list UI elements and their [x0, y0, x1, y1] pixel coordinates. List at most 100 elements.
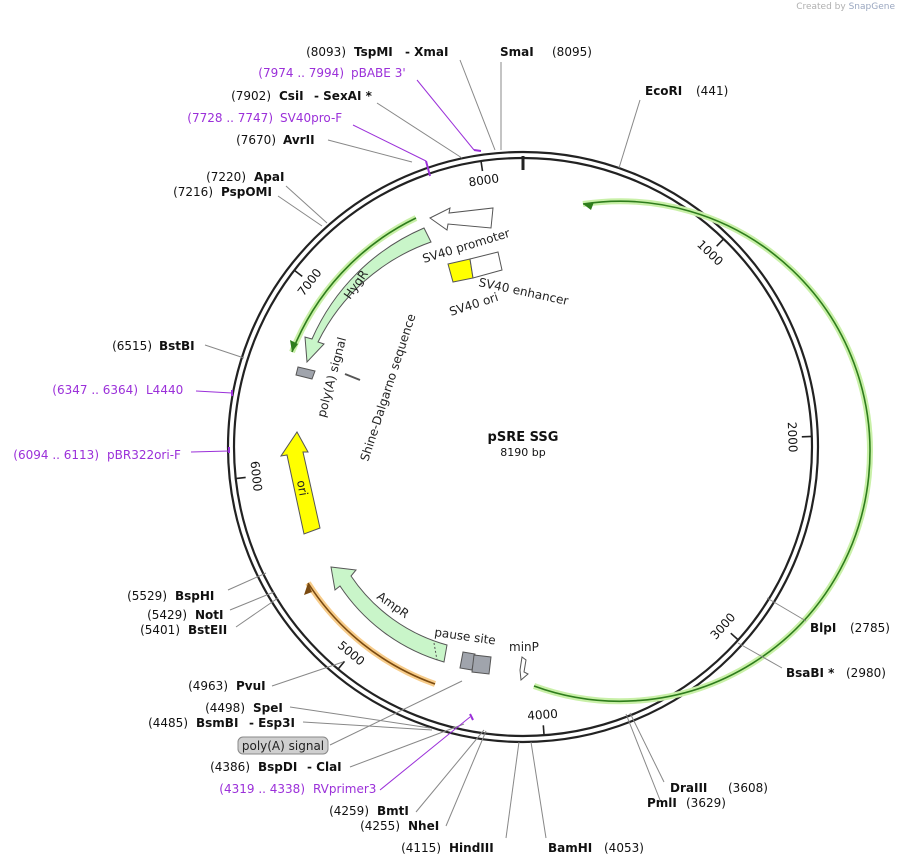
- tick-label-2000: 2000: [785, 422, 800, 453]
- leader-tspmi: [459, 59, 496, 151]
- primer-range-pbr322ori: (6094 .. 6113): [13, 448, 99, 462]
- leader-hindiii: [505, 741, 520, 839]
- leader-bsmbi: [302, 721, 433, 731]
- hygr-track-arrowhead: [290, 340, 298, 352]
- leader-ecori: [618, 99, 641, 169]
- leader-l4440: [195, 390, 233, 394]
- site-pos-bmti: (4259): [329, 804, 369, 818]
- polya-signal-box: [295, 366, 316, 380]
- site-extra-bspdi: - ClaI: [307, 760, 342, 774]
- polya-callout-box: [237, 736, 329, 755]
- shine-dalgarno-label: Shine-Dalgarno sequence: [358, 312, 419, 463]
- site-name-spei: SpeI: [253, 701, 283, 715]
- site-pos-pspomi: (7216): [173, 185, 213, 199]
- leader-lines: [190, 59, 807, 839]
- primer-mark-sv40prof: [425, 160, 431, 177]
- site-extra-bsmbi: - Esp3I: [249, 716, 295, 730]
- site-pos-bsphi: (5529): [127, 589, 167, 603]
- site-name-bamhi: BamHI: [548, 841, 592, 855]
- site-pos-pmli: (3629): [686, 796, 726, 810]
- leader-bsphi: [227, 572, 267, 591]
- polya-callout-label: poly(A) signal: [242, 739, 324, 753]
- plasmid-length: 8190 bp: [500, 446, 545, 459]
- snapgene-brand: SnapGene: [848, 2, 895, 12]
- ori-arrow: [279, 431, 321, 535]
- tick-7000: [293, 269, 303, 278]
- primer-name-pbr322ori: pBR322ori-F: [107, 448, 181, 462]
- site-name-bsphi: BspHI: [175, 589, 214, 603]
- primer-mark-rvprimer3: [469, 713, 474, 721]
- leader-sv40prof: [352, 124, 427, 162]
- site-pos-apai: (7220): [206, 170, 246, 184]
- tick-label-3000: 3000: [708, 610, 739, 642]
- primer-range-pbabe3: (7974 .. 7994): [258, 66, 344, 80]
- leader-bamhi: [530, 741, 547, 839]
- site-pos-nhei: (4255): [360, 819, 400, 833]
- site-pos-hindiii: (4115): [401, 841, 441, 855]
- snapgene-credit: Created by SnapGene: [796, 2, 895, 12]
- tick-label-7000: 7000: [295, 266, 325, 299]
- site-name-smai: SmaI: [500, 45, 534, 59]
- tick-label-8000: 8000: [468, 171, 500, 189]
- site-pos-tspmi: (8093): [306, 45, 346, 59]
- ampr-promoter-mark: [433, 642, 438, 661]
- primer-range-rvprimer3: (4319 .. 4338): [219, 782, 305, 796]
- tick-6000: [235, 476, 246, 480]
- site-pos-avrii: (7670): [236, 133, 276, 147]
- leader-bsteii: [235, 597, 279, 628]
- leader-pvui: [271, 661, 344, 687]
- ampr-track: [307, 582, 436, 685]
- minp-label: minP: [509, 640, 539, 654]
- primer-name-pbabe3: pBABE 3': [351, 66, 406, 80]
- sv40-promoter-arrow: [429, 207, 494, 231]
- leader-polya: [329, 680, 463, 746]
- tick-8000: [480, 160, 484, 172]
- primer-name-rvprimer3: RVprimer3: [313, 782, 376, 796]
- plasmid-name: pSRE SSG: [488, 430, 559, 445]
- site-pos-draiii: (3608): [728, 781, 768, 795]
- leader-pbabe3: [416, 79, 475, 151]
- site-name-nhei: NheI: [408, 819, 439, 833]
- primer-labels: (7974 .. 7994) pBABE 3' (7728 .. 7747) S…: [13, 66, 405, 796]
- tick-5000: [337, 660, 346, 670]
- site-pos-bstbi: (6515): [112, 339, 152, 353]
- site-pos-bsabi: (2980): [846, 666, 886, 680]
- site-name-bsmbi: BsmBI: [196, 716, 238, 730]
- site-pos-pvui: (4963): [188, 679, 228, 693]
- primer-name-sv40prof: SV40pro-F: [280, 111, 342, 125]
- site-name-csii: CsiI: [279, 89, 304, 103]
- leader-bspdi: [349, 723, 465, 768]
- site-pos-bspdi: (4386): [210, 760, 250, 774]
- credit-prefix: Created by: [796, 2, 846, 12]
- sv40-ori-box: [447, 258, 474, 283]
- leader-bstbi: [204, 344, 245, 359]
- site-name-bmti: BmtI: [377, 804, 409, 818]
- polya-callout: poly(A) signal: [237, 736, 329, 755]
- site-name-ecori: EcoRI: [645, 84, 682, 98]
- site-name-bstbi: BstBI: [159, 339, 195, 353]
- primer-mark-pbabe3: [473, 149, 482, 152]
- site-pos-blpi: (2785): [850, 621, 890, 635]
- leader-pmli: [625, 713, 661, 801]
- site-pos-bsmbi: (4485): [148, 716, 188, 730]
- minp-arrow: [519, 656, 529, 682]
- tick-1000: [716, 238, 725, 247]
- leader-rvprimer3: [379, 716, 471, 791]
- site-pos-bamhi: (4053): [604, 841, 644, 855]
- site-name-bsteii: BstEII: [188, 623, 227, 637]
- site-name-blpi: BlpI: [810, 621, 836, 635]
- sv40-ori-label: SV40 ori: [448, 290, 500, 319]
- primer-range-l4440: (6347 .. 6364): [52, 383, 138, 397]
- leader-apai: [285, 185, 328, 224]
- site-extra-tspmi: - XmaI: [405, 45, 448, 59]
- tick-4000: [542, 725, 545, 736]
- site-pos-bsteii: (5401): [140, 623, 180, 637]
- primer-name-l4440: L4440: [146, 383, 183, 397]
- site-name-bspdi: BspDI: [258, 760, 297, 774]
- leader-nhei: [445, 730, 487, 827]
- shine-dalgarno-mark: [344, 373, 361, 381]
- leader-pspomi: [277, 195, 323, 227]
- site-pos-csii: (7902): [231, 89, 271, 103]
- site-name-draiii: DraIII: [670, 781, 707, 795]
